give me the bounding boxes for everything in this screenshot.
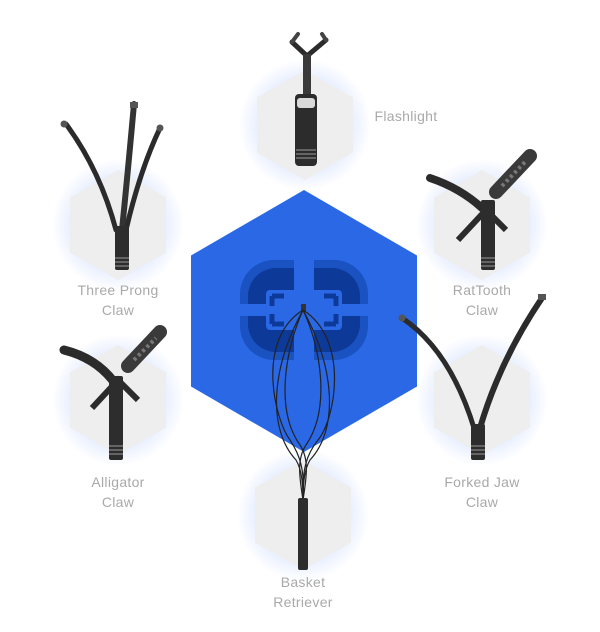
label-three-prong-line-1: Three Prong (77, 282, 159, 298)
label-forked-jaw-claw: Forked Jaw Claw (422, 472, 542, 512)
three-prong-claw-icon (60, 101, 164, 270)
label-forked-jaw-line-1: Forked Jaw (444, 474, 520, 490)
label-flashlight: Flashlight (346, 106, 466, 126)
label-rattooth-line-1: RatTooth (452, 282, 512, 298)
flashlight-icon (289, 32, 329, 166)
alligator-claw-icon (59, 325, 167, 460)
label-rattooth-line-2: Claw (465, 302, 499, 318)
label-three-prong-claw: Three Prong Claw (58, 280, 178, 320)
label-basket-line-2: Retriever (273, 594, 333, 610)
label-forked-jaw-line-2: Claw (465, 494, 499, 510)
label-alligator-line-1: Alligator (91, 474, 145, 490)
label-basket-retriever: Basket Retriever (243, 572, 363, 612)
label-alligator-line-2: Claw (101, 494, 135, 510)
label-basket-line-1: Basket (280, 574, 326, 590)
label-rattooth-claw: RatTooth Claw (422, 280, 542, 320)
label-flashlight-line-1: Flashlight (374, 108, 438, 124)
label-alligator-claw: Alligator Claw (58, 472, 178, 512)
rattooth-claw-icon (426, 149, 537, 270)
forked-jaw-claw-icon (398, 294, 546, 460)
label-three-prong-line-2: Claw (101, 302, 135, 318)
basket-retriever-icon (272, 304, 335, 570)
